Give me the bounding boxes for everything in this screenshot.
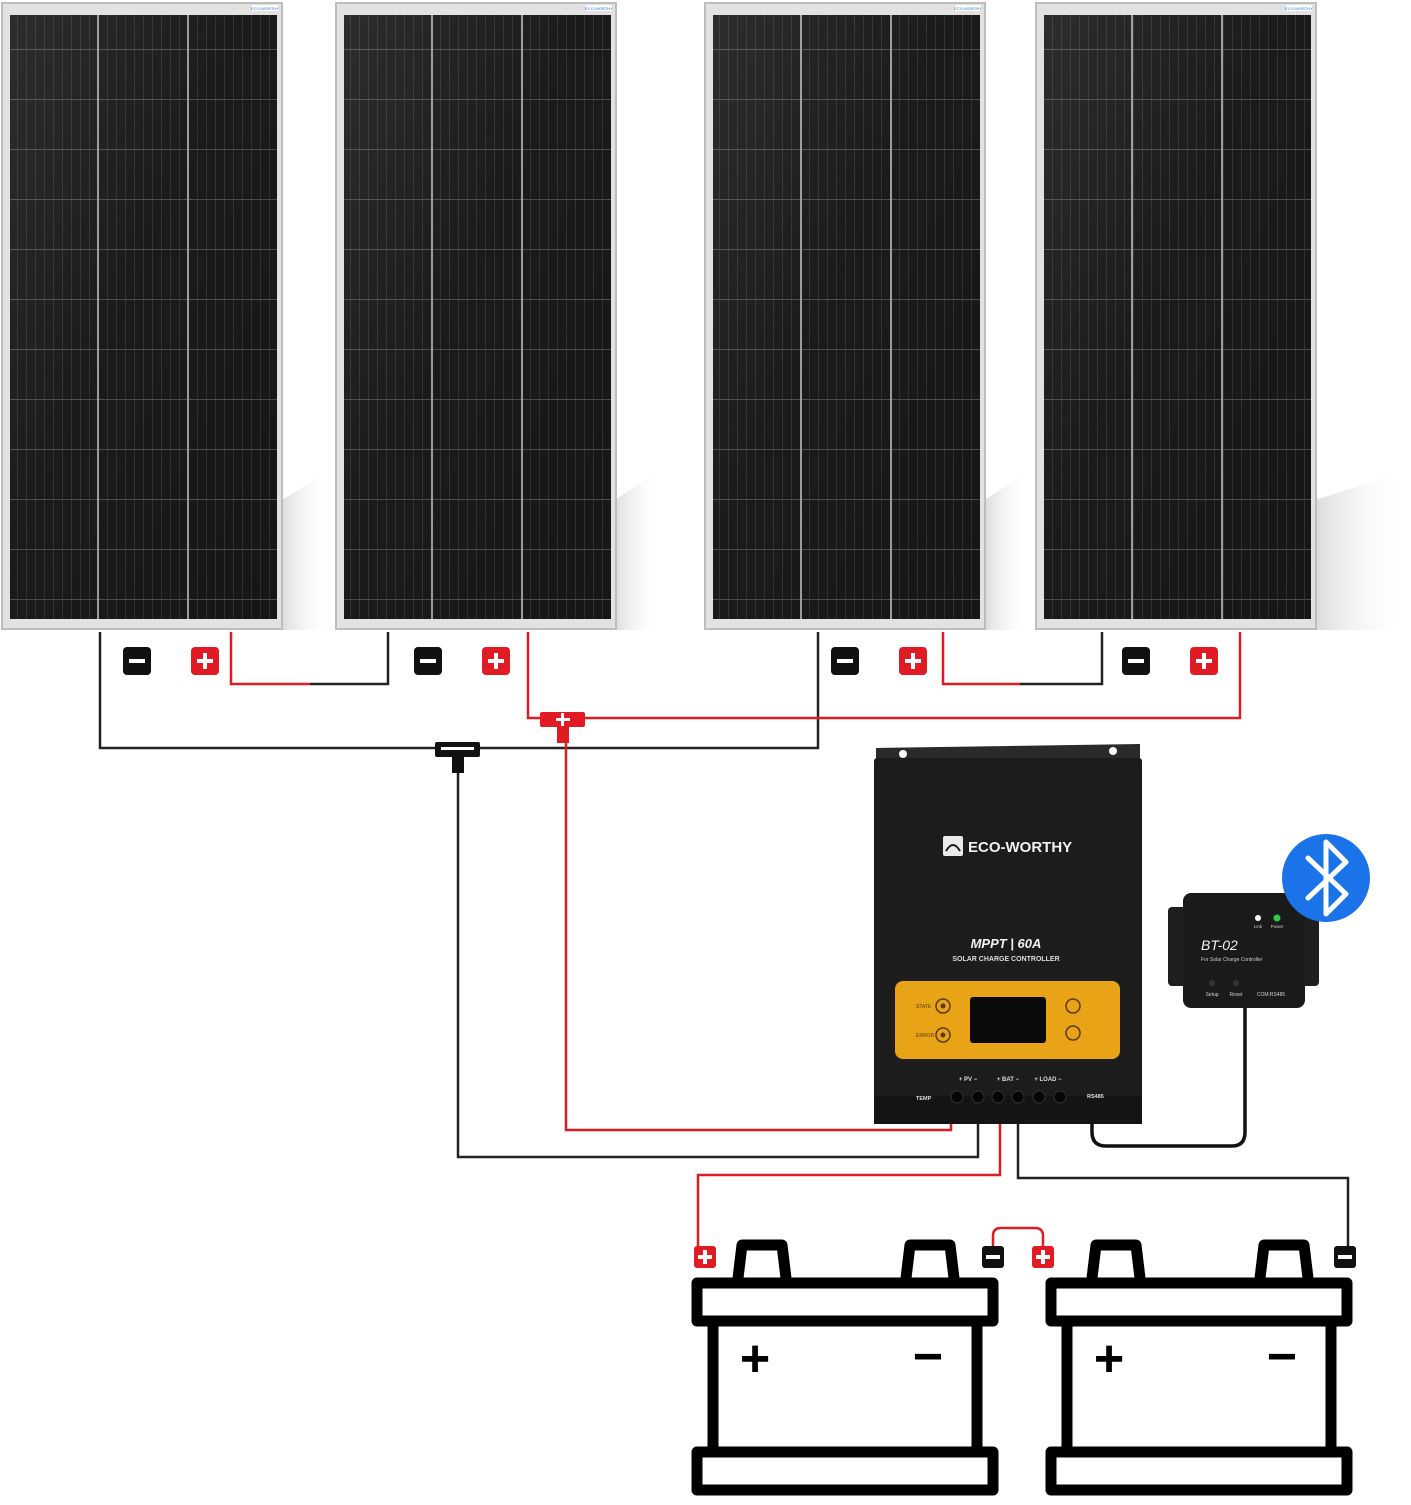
bt-subtitle: For Solar Charge Controller [1201,957,1263,963]
solar-panel-4: ECO-WORTHY [1035,2,1408,630]
power-label: Power [1271,924,1284,929]
positive-terminal-icon [191,647,219,675]
controller-brand: ECO-WORTHY [968,839,1072,856]
negative-terminal-icon [831,647,859,675]
positive-terminal-icon [694,1246,716,1268]
battery-2-symbols: + − [1094,1328,1297,1388]
series-link-black-2 [1020,632,1104,686]
battery-plus-symbol: + [740,1330,770,1388]
charge-controller: ECO-WORTHY MPPT | 60A SOLAR CHARGE CONTR… [874,744,1142,1124]
setup-label: Setup [1205,992,1218,998]
pv-negative-wire [456,756,980,1159]
battery-minus-symbol: − [1267,1328,1297,1386]
solar-panel-2: ECO-WORTHY [335,2,660,630]
panel-logo: ECO-WORTHY [954,6,982,11]
positive-terminal-icon [899,647,927,675]
negative-terminal-icon [414,647,442,675]
error-led-icon [935,1027,951,1043]
negative-y-connector [435,742,480,773]
link-label: Link [1254,924,1263,929]
state-led-icon [935,998,951,1014]
battery-1-symbols: + − [740,1328,943,1388]
positive-terminal-icon [1190,647,1218,675]
wiring [98,632,1350,1250]
rs485-cable [1090,1005,1247,1148]
link-led-icon [1255,915,1261,921]
positive-y-connector [540,712,585,743]
temp-label: TEMP [916,1096,932,1102]
controller-model: MPPT | 60A [971,936,1042,951]
negative-terminal-icon [1122,647,1150,675]
positive-bus-wire [526,632,1242,720]
negative-terminal-icon [1334,1246,1356,1268]
enter-button[interactable] [1065,1025,1081,1041]
com-label: COM:RS485 [1257,992,1286,998]
positive-terminal-icon [482,647,510,675]
series-link-black-1 [310,632,390,686]
load-label: + LOAD − [1034,1077,1062,1083]
battery-2 [1045,1239,1353,1496]
controller-subtitle: SOLAR CHARGE CONTROLLER [952,956,1059,963]
terminal-ports [950,1090,1067,1104]
battery-series-link [991,1226,1045,1250]
negative-terminal-icon [123,647,151,675]
bat-label: + BAT − [997,1077,1020,1083]
series-link-red-1 [229,632,310,686]
bluetooth-icon [1282,834,1370,922]
battery-plus-symbol: + [1094,1330,1124,1388]
panel-terminals [123,647,1218,675]
battery-1 [691,1239,999,1496]
power-led-icon [1273,914,1281,922]
negative-terminal-icon [982,1246,1004,1268]
bt-02-module: Link Power BT-02 For Solar Charge Contro… [1168,893,1319,1008]
solar-panel-1: ECO-WORTHY [1,2,330,630]
solar-panel-3: ECO-WORTHY [704,2,1030,630]
battery-terminals [694,1246,1356,1268]
reset-label: Reset [1229,992,1243,998]
pv-label: + PV − [959,1077,978,1083]
series-link-red-2 [941,632,1020,686]
lcd-screen [970,997,1046,1043]
panel-logo: ECO-WORTHY [1285,6,1313,11]
rs485-label: RS485 [1087,1094,1104,1100]
bt-model: BT-02 [1201,937,1238,953]
panel-logo: ECO-WORTHY [585,6,613,11]
brand-logo-icon [943,836,963,856]
battery-minus-symbol: − [913,1328,943,1386]
battery-positive-wire [696,1118,1002,1248]
panel-logo: ECO-WORTHY [251,6,279,11]
positive-terminal-icon [1032,1246,1054,1268]
state-label: STATE [916,1004,932,1010]
error-label: ERROR [916,1033,934,1039]
battery-negative-wire [1016,1118,1350,1248]
menu-button[interactable] [1065,998,1081,1014]
